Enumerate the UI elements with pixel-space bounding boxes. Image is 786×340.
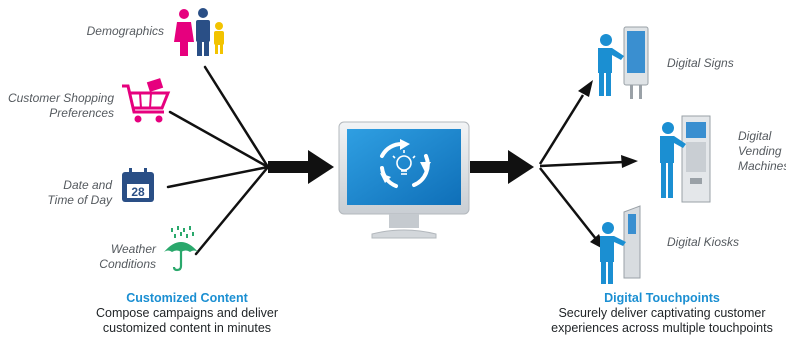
person-kiosk-icon — [600, 222, 626, 284]
label-weather-line2: Conditions — [99, 257, 156, 271]
monitor-icon — [338, 121, 470, 239]
arrow-line-kiosks — [539, 167, 597, 240]
label-weather: Weather Conditions — [60, 242, 156, 272]
label-vending-line1: Digital — [738, 129, 772, 143]
caption-digital-touchpoints-title: Digital Touchpoints — [604, 291, 720, 305]
output-arrows — [538, 94, 625, 240]
lightbulb-icon — [392, 150, 416, 175]
caption-digital-touchpoints-line1: Securely deliver captivating customer — [558, 306, 766, 320]
arrow-line-date — [166, 165, 270, 189]
label-shopping-line1: Customer Shopping — [7, 91, 114, 105]
person-vending-icon — [660, 122, 686, 198]
arrow-to-monitor — [268, 150, 334, 184]
arrow-line-signs — [538, 94, 585, 165]
caption-digital-touchpoints-line2: experiences across multiple touchpoints — [551, 321, 773, 335]
caption-customized-content-title: Customized Content — [126, 291, 248, 305]
umbrella-icon — [164, 226, 198, 272]
caption-customized-content-line2: customized content in minutes — [102, 321, 272, 335]
digital-sign-icon — [598, 26, 649, 99]
arrow-line-vending — [539, 160, 625, 168]
caption-digital-touchpoints: Digital Touchpoints Securely deliver cap… — [540, 291, 784, 336]
vending-machine-icon — [660, 115, 711, 203]
arrow-from-monitor — [470, 150, 534, 184]
arrow-line-weather — [194, 165, 270, 256]
label-vending-line2: Vending — [738, 144, 782, 158]
shopping-cart-icon — [122, 78, 171, 123]
arrowhead-vending — [621, 155, 638, 168]
people-icon — [174, 8, 224, 56]
label-shopping: Customer Shopping Preferences — [6, 91, 114, 121]
label-digital-kiosks: Digital Kiosks — [667, 235, 740, 249]
label-date-line2: Time of Day — [47, 193, 112, 207]
kiosk-icon — [600, 205, 641, 284]
caption-customized-content: Customized Content Compose campaigns and… — [72, 291, 302, 336]
label-date-line1: Date and — [63, 178, 112, 192]
label-vending: Digital Vending Machines — [738, 129, 786, 174]
label-digital-signs: Digital Signs — [667, 56, 734, 70]
arrow-line-shopping — [168, 110, 270, 169]
caption-customized-content-line1: Compose campaigns and deliver — [95, 306, 279, 320]
person-signs-icon — [598, 34, 624, 96]
arrowhead-signs — [578, 80, 593, 97]
label-date: Date and Time of Day — [20, 178, 112, 208]
calendar-day: 28 — [131, 185, 145, 199]
label-demographics: Demographics — [86, 24, 164, 38]
label-weather-line1: Weather — [110, 242, 156, 256]
label-vending-line3: Machines — [738, 159, 786, 173]
label-shopping-line2: Preferences — [49, 106, 114, 120]
calendar-icon: 28 — [122, 168, 154, 202]
arrow-line-demographics — [203, 65, 270, 169]
input-arrows — [166, 65, 270, 256]
